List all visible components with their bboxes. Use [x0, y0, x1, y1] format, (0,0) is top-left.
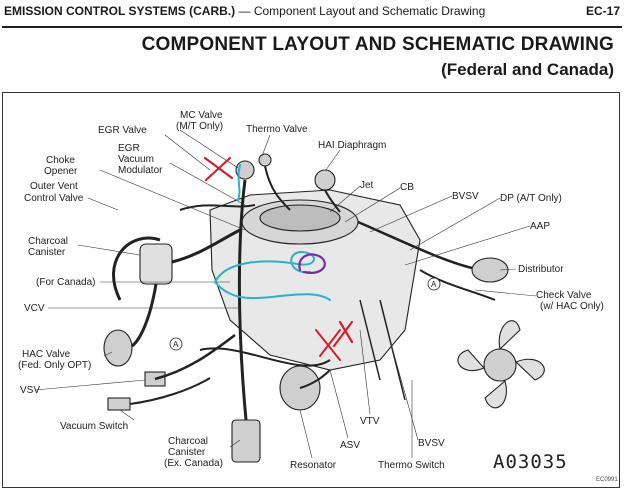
carburetor-top [259, 204, 341, 232]
bottom-canister-part [231, 419, 261, 463]
label-outer-vent-2: Control Valve [24, 193, 84, 204]
label-charcoal-canister-b2: Canister [168, 447, 206, 458]
label-for-canada: (For Canada) [36, 277, 96, 288]
vacuum-switch-part [107, 397, 131, 411]
label-distributor: Distributor [518, 264, 564, 275]
circle-a-right-label: A [431, 280, 437, 289]
label-charcoal-canister-b3: (Ex. Canada) [164, 458, 223, 469]
page-title: COMPONENT LAYOUT AND SCHEMATIC DRAWING [141, 34, 614, 55]
label-egr-modulator-3: Modulator [118, 165, 163, 176]
label-egr-valve: EGR Valve [98, 125, 147, 136]
label-resonator: Resonator [290, 460, 337, 471]
cooling-fan [457, 320, 545, 409]
figure-code: EC0991 [596, 477, 618, 483]
label-thermo-valve: Thermo Valve [246, 124, 308, 135]
page-subtitle: (Federal and Canada) [441, 60, 614, 79]
charcoal-canister-part [139, 243, 173, 285]
label-choke-opener-1: Choke [46, 155, 75, 166]
hand-annotations [203, 156, 354, 361]
label-vacuum-switch: Vacuum Switch [60, 421, 129, 432]
circle-a-left-label: A [173, 340, 179, 349]
label-bvsv-top: BVSV [452, 191, 479, 202]
circle-marker [169, 277, 441, 351]
label-choke-opener-2: Opener [44, 166, 78, 177]
hai-diaphragm-part [314, 169, 336, 191]
label-charcoal-canister-1: Charcoal [28, 236, 69, 247]
distributor-part [471, 257, 509, 283]
label-egr-modulator-1: EGR [118, 143, 140, 154]
figure-reference: A03035 [493, 451, 568, 473]
header-section: EMISSION CONTROL SYSTEMS (CARB.) — Compo… [4, 4, 485, 18]
label-hai-diaphragm: HAI Diaphragm [318, 140, 387, 151]
label-hac-valve-2: (Fed. Only OPT) [18, 360, 92, 371]
diagram-frame [2, 92, 620, 488]
hac-valve-part [103, 329, 133, 367]
label-vcv: VCV [24, 303, 45, 314]
label-charcoal-canister-2: Canister [28, 247, 66, 258]
label-asv: ASV [340, 440, 361, 451]
label-charcoal-canister-b1: Charcoal [168, 436, 209, 447]
label-check-valve-2: (w/ HAC Only) [540, 301, 604, 312]
header-section-text: EMISSION CONTROL SYSTEMS (CARB.) [4, 4, 236, 18]
page-number: EC-17 [585, 4, 620, 18]
label-cb: CB [400, 182, 414, 193]
thermo-valve-part [258, 153, 272, 167]
label-bvsv-bottom: BVSV [418, 438, 445, 449]
label-dp: DP (A/T Only) [500, 193, 562, 204]
label-outer-vent-1: Outer Vent [30, 181, 78, 192]
label-thermo-switch: Thermo Switch [378, 460, 445, 471]
label-mc-valve: MC Valve [180, 110, 223, 121]
label-vsv: VSV [20, 385, 41, 396]
label-hac-valve-1: HAC Valve [22, 349, 71, 360]
label-check-valve-1: Check Valve [536, 290, 592, 301]
page-header: EMISSION CONTROL SYSTEMS (CARB.) — Compo… [2, 0, 622, 28]
label-jet: Jet [360, 180, 374, 191]
label-aap: AAP [530, 221, 551, 232]
header-subtitle: Component Layout and Schematic Drawing [253, 4, 486, 18]
label-mc-valve-note: (M/T Only) [176, 121, 224, 132]
label-egr-modulator-2: Vacuum [118, 154, 154, 165]
label-vtv: VTV [360, 416, 380, 427]
header-separator: — [238, 4, 251, 18]
